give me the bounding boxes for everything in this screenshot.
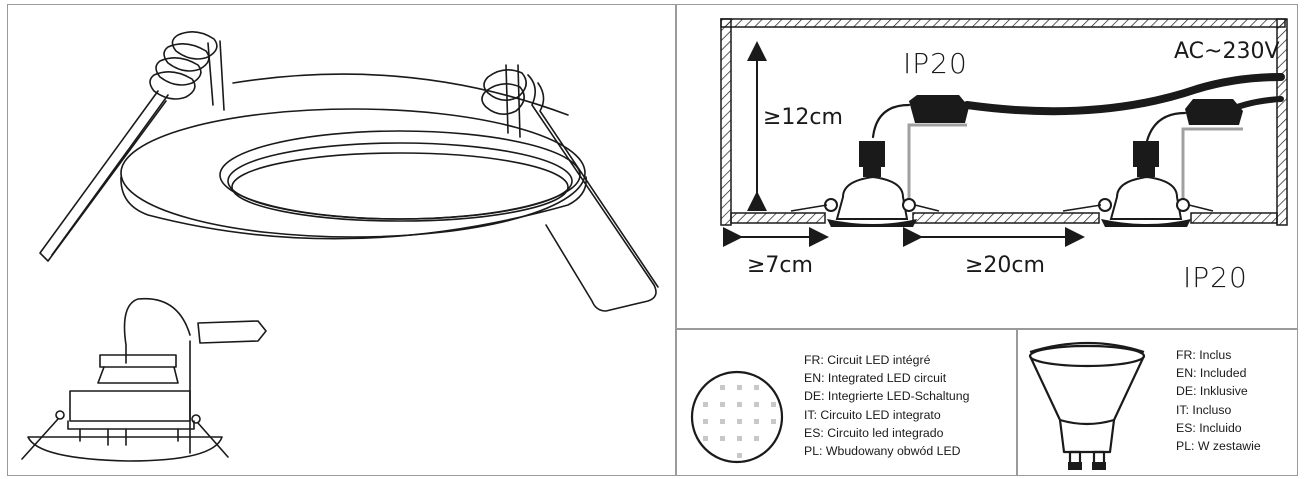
led-dot [737,402,742,407]
installation-diagram [720,18,1288,247]
bulb-text: FR: Inclus EN: Included DE: Inklusive IT… [1176,346,1261,455]
driver-1 [909,95,969,123]
led-text-de: DE: Integrierte LED-Schaltung [804,389,970,404]
ip-rating-top: IP20 [903,47,968,80]
led-text-it: IT: Circuito LED integrato [804,407,941,422]
edge-distance-label: ≥7cm [747,253,813,278]
left-spring-clip [39,31,225,262]
led-circuit-text: FR: Circuit LED intégré EN: Integrated L… [804,351,969,460]
led-dot [754,402,759,407]
bulb-text-pl: PL: W zestawie [1176,439,1261,454]
led-text-fr: FR: Circuit LED intégré [804,353,931,367]
led-text-pl: PL: Wbudowany obwód LED [804,444,961,459]
mains-cable [963,73,1285,116]
height-label: ≥12cm [763,105,843,130]
led-dot [754,419,759,424]
led-circuit-panel: FR: Circuit LED intégré EN: Integrated L… [676,329,1017,476]
led-dot [771,419,776,424]
ceiling-frame [720,18,1288,226]
gu10-bulb-icon [1028,341,1146,470]
installation-diagram-panel: IP20 AC~230V ≥12cm ≥7cm ≥20cm IP20 [676,4,1298,329]
led-dot [720,402,725,407]
spacing-label: ≥20cm [965,253,1045,278]
spotlight-1 [790,141,940,227]
led-text-es: ES: Circuito led integrado [804,425,944,440]
led-text-en: EN: Integrated LED circuit [804,371,947,386]
led-dot [737,453,742,458]
voltage-label: AC~230V [1174,39,1280,64]
bulb-text-it: IT: Incluso [1176,402,1232,417]
bulb-text-en: EN: Included [1176,366,1247,381]
led-dot [771,402,776,407]
led-dot [703,419,708,424]
bulb-text-de: DE: Inklusive [1176,384,1248,399]
led-dot [754,385,759,390]
led-dot [737,385,742,390]
led-dot [754,436,759,441]
product-drawing-panel [7,4,676,476]
bulb-panel: FR: Inclus EN: Included DE: Inklusive IT… [1017,329,1298,476]
led-dot [737,436,742,441]
led-dot [703,436,708,441]
driver-2 [1185,99,1243,125]
led-dot [703,402,708,407]
right-spring-clip [481,64,659,312]
led-dot [737,419,742,424]
ip-rating-bottom: IP20 [1183,261,1248,294]
ring-body [120,73,587,240]
led-dot [720,436,725,441]
product-drawing [21,31,659,462]
led-dot [720,385,725,390]
side-view-fixture [21,297,267,462]
led-circuit-icon [690,370,784,464]
bulb-text-es: ES: Incluido [1176,420,1242,435]
led-dot [720,419,725,424]
bulb-text-fr: FR: Inclus [1176,348,1232,362]
spotlight-2 [1062,141,1214,227]
